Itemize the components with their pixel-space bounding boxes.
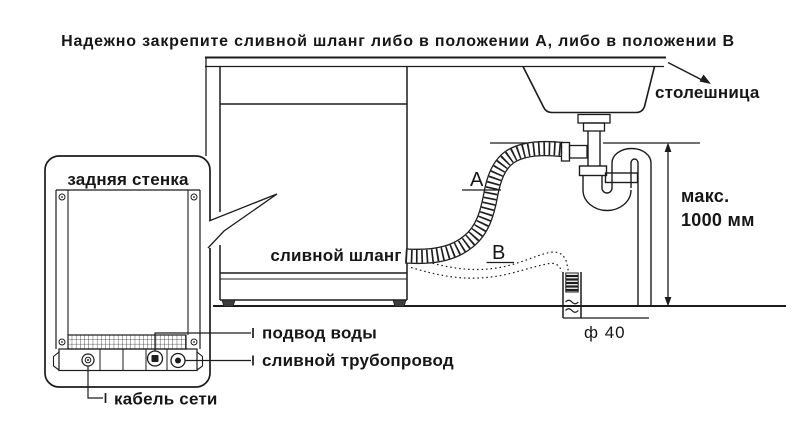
drain-outlet-connector <box>170 352 186 369</box>
sink <box>522 66 656 166</box>
drain-pipe-label: сливной трубопровод <box>262 351 454 370</box>
diagram-title: Надежно закрепите сливной шланг либо в п… <box>61 33 735 50</box>
hose-end-hatch <box>566 274 578 292</box>
countertop-lines <box>205 56 711 84</box>
siphon <box>578 147 652 306</box>
countertop-arrow <box>667 61 705 82</box>
dishwasher-foot-right <box>392 299 407 307</box>
vent-mesh <box>67 334 187 350</box>
row-bracket-left <box>52 351 60 371</box>
dim-arrowhead-top <box>664 142 672 152</box>
water-leader <box>154 332 251 351</box>
hose-fitting-body <box>568 144 588 159</box>
position-markers: А В <box>462 169 514 264</box>
row-bracket-right <box>196 351 204 371</box>
hose-position-a <box>405 140 588 265</box>
max-value: 1000 мм <box>681 210 755 230</box>
drain-standpipe-wall <box>637 163 652 306</box>
max-label: макс. <box>681 186 729 206</box>
position-b-label: В <box>492 242 505 264</box>
sink-drain-flange <box>577 113 611 124</box>
water-inlet-connector <box>146 350 164 367</box>
standpipe: ф 40 <box>562 272 649 342</box>
dishwasher-foot-left <box>221 299 236 307</box>
leaders: подвод воды сливной трубопровод кабель с… <box>87 324 454 409</box>
back-wall-label: задняя стенка <box>67 170 189 189</box>
dishwasher <box>219 67 408 307</box>
trap-nut-lower <box>604 172 639 184</box>
power-cable-label: кабель сети <box>114 390 218 409</box>
connector-row <box>58 348 198 372</box>
back-wall-panel: задняя стенка <box>44 155 211 388</box>
countertop-arrowhead <box>699 74 711 84</box>
countertop-label: столешница <box>655 83 760 102</box>
sink-tailpipe <box>587 131 601 166</box>
hose-position-b <box>410 251 570 279</box>
water-supply-label: подвод воды <box>262 324 377 343</box>
dim-arrowhead-bottom <box>664 297 672 307</box>
position-a-label: А <box>470 169 484 191</box>
trap-nut-upper <box>578 165 608 177</box>
drain-hose-label: сливной шланг <box>270 246 401 265</box>
callout-wedge <box>207 193 278 249</box>
water-squiggle <box>565 299 579 313</box>
power-cable-connector <box>81 353 95 367</box>
max-height-dimension: макс. 1000 мм <box>664 142 755 307</box>
diameter-label: ф 40 <box>584 323 626 342</box>
panel-screws <box>58 193 198 346</box>
cable-leader <box>87 366 103 399</box>
